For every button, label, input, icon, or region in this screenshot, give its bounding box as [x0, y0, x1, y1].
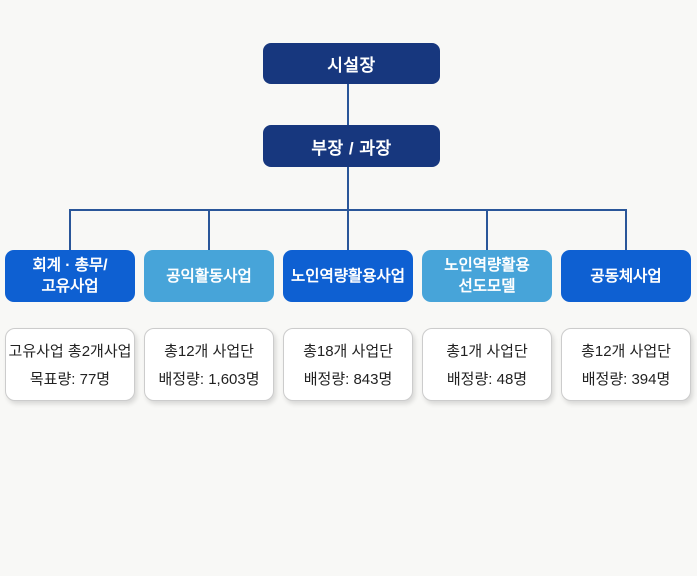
connector-manager-stem [347, 167, 349, 211]
connector-director-manager [347, 84, 349, 125]
summary-line-2: 배정량: 394명 [581, 371, 671, 388]
summary-card: 총1개 사업단 배정량: 48명 [422, 328, 552, 401]
summary-card: 총18개 사업단 배정량: 843명 [283, 328, 413, 401]
summary-line-1: 총12개 사업단 [581, 343, 671, 360]
connector-drop [208, 209, 210, 250]
summary-line-2: 배정량: 48명 [446, 371, 528, 388]
summary-card: 고유사업 총2개사업 목표량: 77명 [5, 328, 135, 401]
manager-box: 부장 / 과장 [263, 125, 440, 167]
summary-line-1: 총1개 사업단 [446, 343, 528, 360]
summary-line-1: 총12개 사업단 [164, 343, 254, 360]
dept-box-public-benefit: 공익활동사업 [144, 250, 274, 302]
summary-line-2: 배정량: 1,603명 [158, 371, 260, 388]
summary-card: 총12개 사업단 배정량: 394명 [561, 328, 691, 401]
connector-drop [625, 209, 627, 250]
director-box: 시설장 [263, 43, 440, 84]
dept-box-community: 공동체사업 [561, 250, 691, 302]
summary-card: 총12개 사업단 배정량: 1,603명 [144, 328, 274, 401]
connector-drop [347, 209, 349, 250]
connector-drop [69, 209, 71, 250]
summary-line-1: 총18개 사업단 [303, 343, 393, 360]
summary-line-1: 고유사업 총2개사업 [8, 343, 132, 360]
dept-box-senior-capability: 노인역량활용사업 [283, 250, 413, 302]
summary-line-2: 목표량: 77명 [29, 371, 111, 388]
dept-box-leading-model: 노인역량활용 선도모델 [422, 250, 552, 302]
connector-drop [486, 209, 488, 250]
dept-box-accounting: 회계 · 총무/ 고유사업 [5, 250, 135, 302]
summary-line-2: 배정량: 843명 [303, 371, 393, 388]
